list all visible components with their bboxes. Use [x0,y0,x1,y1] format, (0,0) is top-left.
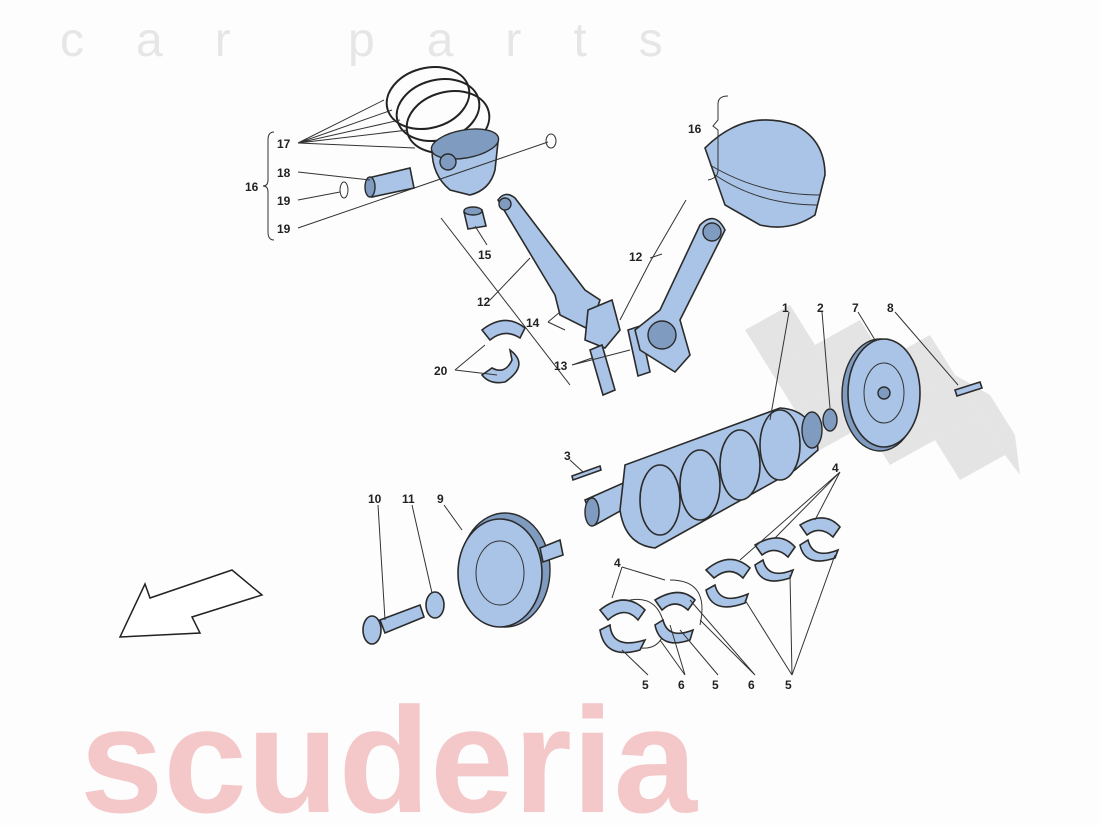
conrod-bearing [480,319,527,342]
callout-6: 6 [748,678,755,692]
pulley-bolt [362,603,425,645]
piston-pin [364,167,415,198]
conrod-bearing [480,348,520,384]
leader-lines [262,95,959,676]
callout-12: 12 [477,295,491,309]
callout-5: 5 [642,678,649,692]
woodruff-key [571,464,602,482]
callout-5: 5 [785,678,792,692]
conrod-bolt [627,324,651,378]
watermark-sub: car parts [60,14,715,67]
watermark-brand: scuderia [80,676,699,825]
connecting-rod-left [497,193,621,349]
callout-19: 19 [277,222,291,236]
callout-7: 7 [852,301,859,315]
callout-2: 2 [817,301,824,315]
callout-14: 14 [526,316,540,330]
pulley-washer [425,591,445,619]
callout-4: 4 [832,461,839,475]
callout-13: 13 [554,359,568,373]
conrod-bolt [589,343,616,397]
piston-right [704,119,826,228]
main-bearings [598,517,842,654]
callout-3: 3 [564,449,571,463]
callout-18: 18 [277,166,291,180]
oil-seal [822,408,838,432]
crankshaft [583,407,823,549]
connecting-rod-right [634,217,726,374]
callout-1: 1 [782,301,789,315]
flywheel [841,338,921,452]
small-end-bush [463,206,487,230]
callout-5: 5 [712,678,719,692]
callout-10: 10 [368,492,382,506]
callout-8: 8 [887,301,894,315]
front-arrow-icon [118,569,264,638]
circlip [339,181,349,199]
crankshaft-pulley [457,512,564,628]
callout-11: 11 [402,492,415,506]
callout-16: 16 [245,180,259,194]
callout-labels: 17 18 16 19 19 16 15 12 12 14 20 13 1 2 … [245,122,894,692]
callout-12: 12 [629,250,643,264]
callout-17: 17 [277,137,291,151]
circlip [545,133,557,149]
callout-6: 6 [678,678,685,692]
callout-16: 16 [688,122,702,136]
callout-20: 20 [434,364,448,378]
flywheel-bolt [953,380,984,398]
callout-15: 15 [478,248,492,262]
callout-9: 9 [437,492,444,506]
callout-19: 19 [277,194,291,208]
piston-left [430,128,500,196]
callout-4: 4 [614,556,621,570]
